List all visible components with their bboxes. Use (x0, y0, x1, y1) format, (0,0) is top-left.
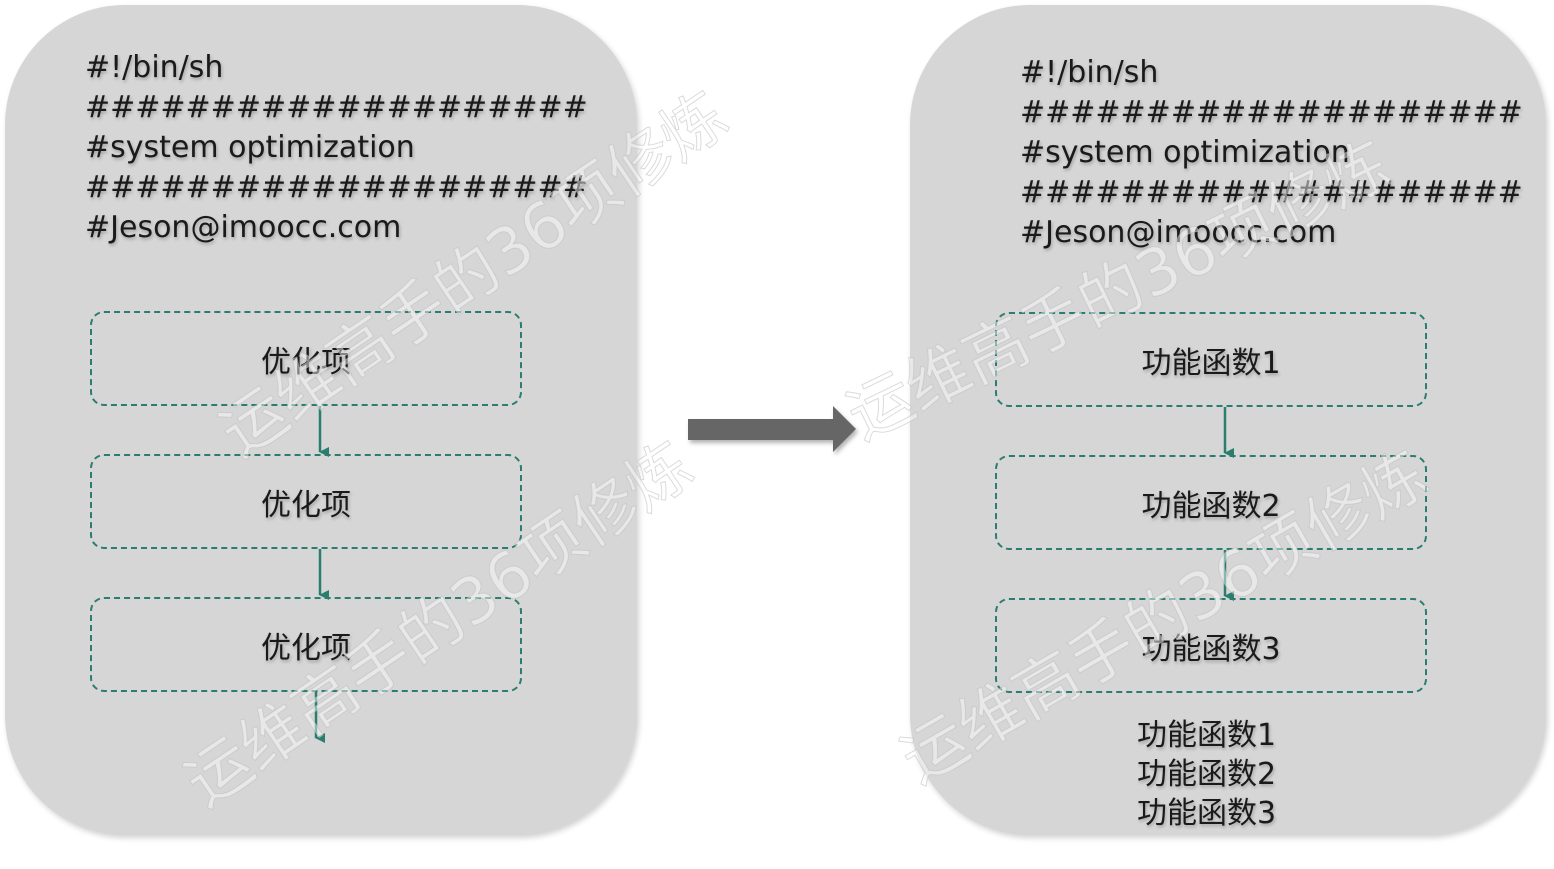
function-call-1: 功能函数1 (1137, 718, 1277, 753)
separator-line: #################### (1020, 175, 1523, 210)
author-line: #Jeson@imoocc.com (85, 210, 402, 245)
comment-line: #system optimization (1020, 135, 1350, 170)
right-script-header: #!/bin/sh #################### #system o… (1020, 53, 1523, 253)
separator-line: #################### (85, 170, 588, 205)
separator-line: #################### (85, 90, 588, 125)
author-line: #Jeson@imoocc.com (1020, 215, 1337, 250)
right-function-box-2: 功能函数2 (995, 455, 1427, 550)
right-panel (910, 5, 1546, 835)
right-function-box-1: 功能函数1 (995, 312, 1427, 407)
left-step-box-2: 优化项 (90, 454, 522, 549)
function-call-3: 功能函数3 (1137, 796, 1277, 831)
left-step-box-3: 优化项 (90, 597, 522, 692)
function-call-list: 功能函数1 功能函数2 功能函数3 (1137, 716, 1276, 833)
shebang-line: #!/bin/sh (85, 50, 224, 85)
separator-line: #################### (1020, 95, 1523, 130)
comment-line: #system optimization (85, 130, 415, 165)
left-step-box-1: 优化项 (90, 311, 522, 406)
function-call-2: 功能函数2 (1137, 757, 1277, 792)
right-function-box-3: 功能函数3 (995, 598, 1427, 693)
shebang-line: #!/bin/sh (1020, 55, 1159, 90)
left-script-header: #!/bin/sh #################### #system o… (85, 48, 588, 248)
transform-arrow (688, 406, 856, 452)
